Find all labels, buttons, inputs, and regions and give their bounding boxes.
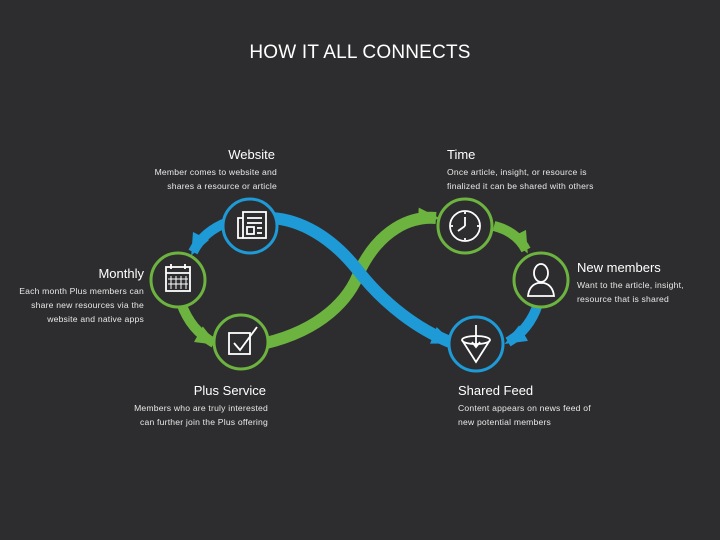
- clock-icon: [449, 210, 481, 242]
- checkbox-icon: [228, 326, 258, 355]
- funnel-icon: [461, 325, 491, 364]
- time-desc-line-2: finalized it can be shared with others: [447, 181, 594, 191]
- website-label: Website: [228, 147, 275, 162]
- website-node: [221, 197, 279, 255]
- slide-title: HOW IT ALL CONNECTS: [249, 42, 471, 63]
- person-icon: [526, 263, 556, 297]
- plus-service-desc-line-2: can further join the Plus offering: [140, 417, 268, 427]
- shared-feed-desc-line-1: Content appears on news feed of: [458, 403, 591, 413]
- monthly-label: Monthly: [98, 266, 144, 281]
- path-website-to-feed: [271, 212, 454, 348]
- new-members-desc-line-2: resource that is shared: [577, 294, 670, 304]
- arc-monthly-to-plus: [176, 301, 218, 348]
- new-members-label: New members: [577, 260, 661, 275]
- calendar-icon: [165, 264, 191, 292]
- shared-feed-desc-line-2: new potential members: [458, 417, 552, 427]
- plus-service-desc-line-1: Members who are truly interested: [134, 403, 268, 413]
- new-members-desc-line-1: Want to the article, insight,: [577, 280, 684, 290]
- time-label: Time: [447, 147, 476, 162]
- shared-feed-label: Shared Feed: [458, 383, 534, 398]
- monthly-node: [149, 251, 207, 309]
- arc-newmembers-to-feed: [504, 302, 543, 347]
- monthly-desc-line-2: share new resources via the: [31, 300, 144, 310]
- time-node: [436, 197, 494, 255]
- shared-feed-node: [447, 315, 505, 373]
- website-desc-line-1: Member comes to website and: [154, 167, 277, 177]
- monthly-desc-line-3: website and native apps: [47, 314, 144, 324]
- newspaper-icon: [237, 211, 267, 239]
- website-desc-line-2: shares a resource or article: [167, 181, 277, 191]
- plus-service-label: Plus Service: [193, 383, 266, 398]
- arc-time-to-newmembers: [492, 221, 531, 254]
- plus-service-node: [212, 313, 270, 371]
- monthly-desc-line-1: Each month Plus members can: [19, 286, 144, 296]
- new-members-node: [512, 251, 570, 309]
- time-desc-line-1: Once article, insight, or resource is: [447, 167, 587, 177]
